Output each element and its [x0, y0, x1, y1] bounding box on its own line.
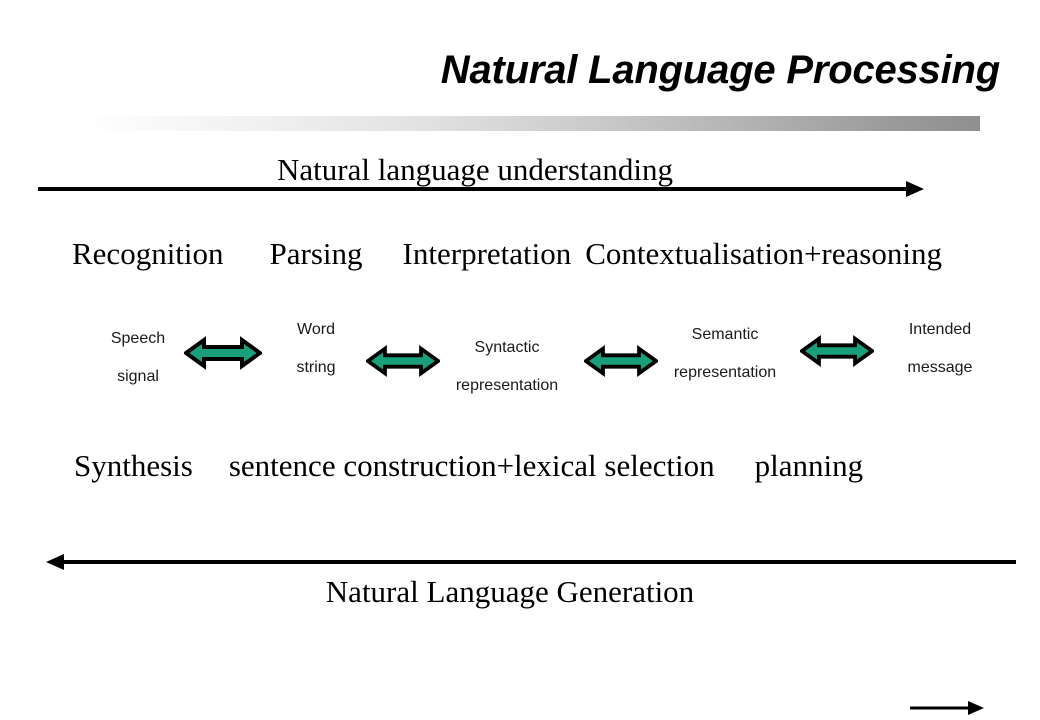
- rep-line-1: Semantic: [691, 326, 759, 343]
- stage-contextualisation: Contextualisation+reasoning: [585, 236, 942, 271]
- rep-line-2: message: [907, 359, 973, 376]
- representation-intended-message: Intended message: [884, 322, 996, 376]
- representation-speech-signal: Speech signal: [92, 331, 184, 385]
- stage-recognition: Recognition: [72, 236, 224, 271]
- stage-interpretation: Interpretation: [402, 236, 572, 271]
- rep-line-1: Word: [297, 321, 335, 338]
- rep-line-1: Intended: [908, 321, 972, 338]
- rep-line-1: Speech: [110, 330, 166, 347]
- representation-syntactic: Syntactic representation: [432, 340, 582, 394]
- stage-sentence-construction: sentence construction+lexical selection: [228, 448, 715, 483]
- title-gradient-divider: [80, 116, 980, 131]
- stages-top-row: Recognition Parsing Interpretation Contextu…: [72, 236, 942, 272]
- double-arrow-semantic-intended: [800, 334, 874, 368]
- stage-parsing: Parsing: [269, 236, 363, 271]
- rep-line-1: Syntactic: [474, 339, 540, 356]
- nlu-flow-label: Natural language understanding: [277, 152, 673, 187]
- double-arrow-word-syntactic: [366, 344, 440, 378]
- page-title: Natural Language Processing: [440, 48, 1000, 92]
- nlg-flow-label: Natural Language Generation: [325, 574, 695, 609]
- double-arrow-syntactic-semantic: [584, 344, 658, 378]
- rep-line-2: string: [296, 359, 336, 376]
- stages-bottom-row: Synthesis sentence construction+lexical s…: [74, 448, 863, 484]
- stage-planning: planning: [754, 448, 864, 483]
- representation-semantic: Semantic representation: [650, 327, 800, 381]
- double-arrow-speech-word: [184, 336, 262, 370]
- rep-line-2: representation: [673, 364, 777, 381]
- arrow-right-icon: [910, 701, 984, 715]
- nlu-flow-arrow-right: [38, 181, 924, 197]
- nlg-flow-arrow-left: [46, 554, 1016, 570]
- stage-synthesis: Synthesis: [74, 448, 193, 483]
- representation-word-string: Word string: [272, 322, 360, 376]
- rep-line-2: signal: [117, 368, 159, 385]
- rep-line-2: representation: [455, 377, 559, 394]
